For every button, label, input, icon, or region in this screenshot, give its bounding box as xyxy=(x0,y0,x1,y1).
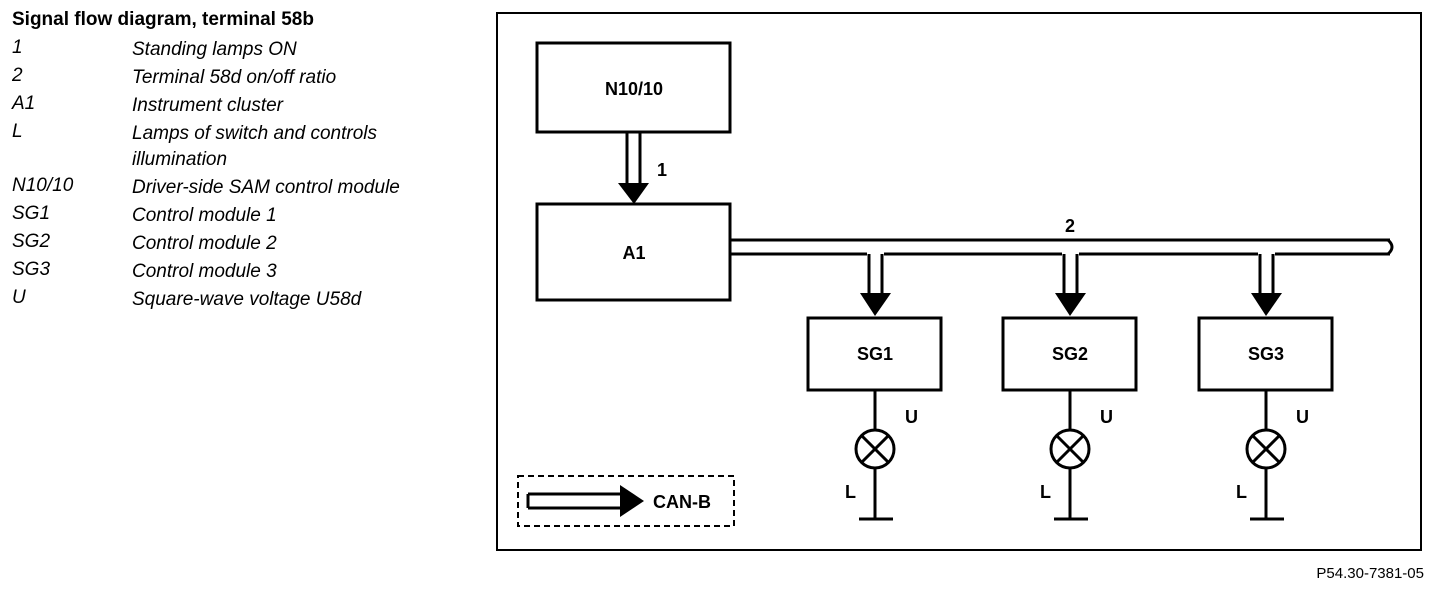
n10-10-label: N10/10 xyxy=(605,79,663,99)
sg3-l-label: L xyxy=(1236,482,1247,502)
sg3-drop-arrow xyxy=(1251,254,1282,316)
sg2-module-box xyxy=(1001,316,1138,392)
legend-text: Driver-side SAM control module xyxy=(132,177,400,198)
a1-module-box xyxy=(535,202,732,302)
n10-10-module-box xyxy=(535,41,732,134)
sg2-u-label: U xyxy=(1100,407,1113,427)
can-b-arrow-icon xyxy=(526,485,644,517)
legend-key: SG1 xyxy=(12,203,51,224)
sg3-u-label: U xyxy=(1296,407,1309,427)
can-b-label: CAN-B xyxy=(653,492,711,512)
sg2-l-label: L xyxy=(1040,482,1051,502)
legend-text: Control module 1 xyxy=(132,205,277,226)
legend-text: Control module 2 xyxy=(132,233,277,254)
sg1-label: SG1 xyxy=(857,344,893,364)
legend-key: SG3 xyxy=(12,259,51,280)
signal-2-bus xyxy=(730,238,1394,256)
legend-key: 2 xyxy=(12,65,23,86)
sg2-drop-arrow xyxy=(1055,254,1086,316)
legend-text: Instrument cluster xyxy=(132,95,283,116)
legend-text: Control module 3 xyxy=(132,261,277,282)
legend-text: Terminal 58d on/off ratio xyxy=(132,67,337,88)
sg1-drop-arrow xyxy=(860,254,891,316)
sg1-module-box xyxy=(806,316,943,392)
can-b-legend-frame xyxy=(517,475,735,527)
legend-key: L xyxy=(12,121,23,142)
legend-key: N10/10 xyxy=(12,175,74,196)
legend-key: A1 xyxy=(12,93,36,114)
sg2-lamp-circuit xyxy=(1049,390,1091,521)
signal-2-label: 2 xyxy=(1065,216,1075,236)
signal-1-arrow xyxy=(618,132,649,204)
legend-key: U xyxy=(12,287,26,308)
sg2-label: SG2 xyxy=(1052,344,1088,364)
sg3-lamp-circuit xyxy=(1245,390,1287,521)
sg1-l-label: L xyxy=(845,482,856,502)
signal-1-label: 1 xyxy=(657,160,667,180)
sg3-module-box xyxy=(1197,316,1334,392)
figure-id: P54.30-7381-05 xyxy=(1316,565,1424,582)
can-b-legend: CAN-B xyxy=(517,475,735,527)
legend-text: Standing lamps ON xyxy=(132,39,297,60)
a1-label: A1 xyxy=(622,243,645,263)
legend-key: 1 xyxy=(12,37,23,58)
legend-title: Signal flow diagram, terminal 58b xyxy=(12,9,314,30)
sg3-label: SG3 xyxy=(1248,344,1284,364)
sg1-u-label: U xyxy=(905,407,918,427)
legend-key: SG2 xyxy=(12,231,51,252)
diagram-frame xyxy=(496,12,1422,551)
sg1-lamp-circuit xyxy=(854,390,896,521)
legend-text: Square-wave voltage U58d xyxy=(132,289,362,310)
legend-text: Lamps of switch and controls illuminatio… xyxy=(132,123,378,170)
